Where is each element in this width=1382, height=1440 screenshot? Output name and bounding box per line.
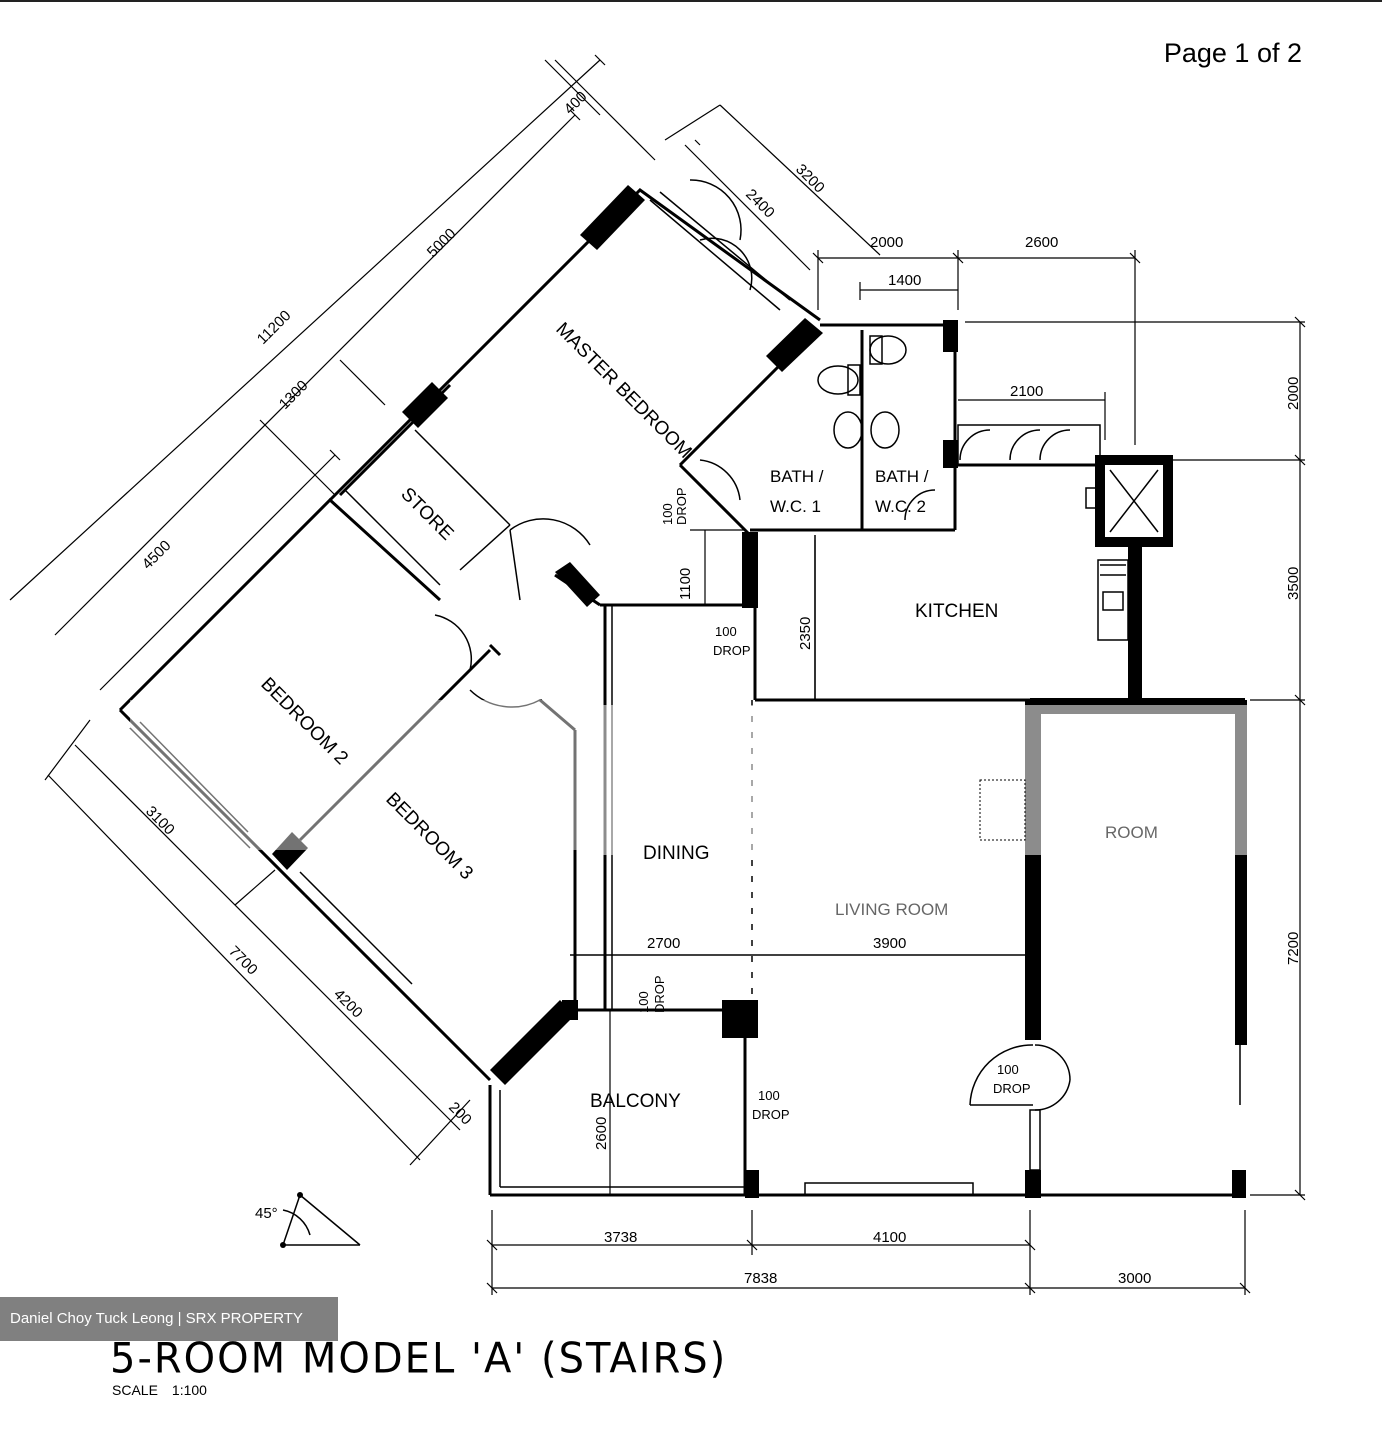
kitchen-label: KITCHEN: [915, 601, 998, 622]
kitchen-sink: [1097, 559, 1129, 641]
dim-2700: 2700: [647, 935, 680, 952]
scale-text: SCALE: [112, 1382, 158, 1398]
right-room-label: ROOM: [1105, 823, 1158, 842]
diagonal-thick-walls: [272, 185, 823, 1085]
bath-fixtures: [817, 335, 907, 449]
dim-3200: 3200: [792, 161, 828, 197]
balcony-label: BALCONY: [590, 1091, 681, 1112]
drop-mark-balcony: 100 DROP: [636, 975, 667, 1013]
dim-4500: 4500: [139, 537, 175, 573]
dim-3500: 3500: [1285, 567, 1302, 600]
dim-2000-top: 2000: [870, 234, 903, 251]
dimension-lines: [9, 59, 1305, 1295]
dining-label: DINING: [643, 843, 710, 864]
dimension-ticks: [329, 54, 1306, 1294]
dim-2600-top: 2600: [1025, 234, 1058, 251]
stair-core: [1085, 455, 1173, 547]
dim-200: 200: [445, 1099, 475, 1129]
dim-3900: 3900: [873, 935, 906, 952]
dim-2400: 2400: [742, 186, 778, 222]
bath-2-label-line1: BATH /: [875, 467, 929, 486]
drop-mark-living-balcony: 100 DROP: [752, 1088, 790, 1122]
dim-4100: 4100: [873, 1229, 906, 1246]
plan-title: 5-ROOM MODEL 'A' (STAIRS): [110, 1334, 728, 1384]
dim-2100: 2100: [1010, 383, 1043, 400]
drop-text: DROP: [652, 975, 667, 1013]
living-room-label: LIVING ROOM: [835, 900, 948, 919]
dim-2350: 2350: [797, 617, 814, 650]
dimension-labels: 400 3200 2400 5000 11200 1300 4500 2000 …: [139, 88, 1302, 1287]
bath-1-label-line2: W.C. 1: [770, 497, 821, 516]
dim-5000: 5000: [424, 225, 460, 261]
drop-labels: 100 DROP 100 DROP 100 DROP 100 DROP 100 …: [636, 487, 1031, 1122]
diagonal-door-swings: [434, 179, 753, 708]
orthogonal-door-swings: [904, 424, 1101, 1171]
angle-indicator: 45°: [255, 1192, 361, 1248]
drop-mark-kitchen: 100 DROP: [713, 624, 751, 658]
drop-mark-right-room: 100 DROP: [993, 1062, 1031, 1096]
dim-11200: 11200: [254, 307, 295, 348]
drop-value: 100: [660, 503, 675, 525]
drop-value: 100: [715, 624, 737, 639]
diagonal-wing-walls: [118, 188, 821, 1082]
drop-text: DROP: [752, 1107, 790, 1122]
master-bedroom-label: MASTER BEDROOM: [551, 319, 695, 463]
bath-2-label-line2: W.C. 2: [875, 497, 926, 516]
dim-2600-balcony: 2600: [593, 1117, 610, 1150]
scale-label: SCALE 1:100: [112, 1382, 221, 1398]
drop-mark-bath: 100 DROP: [660, 487, 689, 525]
faded-area-mask: [130, 700, 1380, 855]
dim-7838: 7838: [744, 1270, 777, 1287]
drop-value: 100: [636, 991, 651, 1013]
drop-value: 100: [997, 1062, 1019, 1077]
dim-7200: 7200: [1285, 932, 1302, 965]
angle-label: 45°: [255, 1205, 278, 1222]
store-label: STORE: [396, 484, 457, 545]
page-indicator: Page 1 of 2: [1163, 38, 1302, 68]
dim-4200: 4200: [330, 986, 366, 1022]
drop-text: DROP: [674, 487, 689, 525]
tv-symbol: [979, 779, 1026, 841]
bath-1-label-line1: BATH /: [770, 467, 824, 486]
watermark-banner: Daniel Choy Tuck Leong | SRX PROPERTY: [0, 1297, 338, 1341]
drop-text: DROP: [713, 643, 751, 658]
dim-3738: 3738: [604, 1229, 637, 1246]
top-border-line: [0, 0, 1382, 2]
drop-value: 100: [758, 1088, 780, 1103]
dim-1300: 1300: [276, 377, 312, 413]
drop-text: DROP: [993, 1081, 1031, 1096]
dim-7700: 7700: [225, 943, 261, 979]
dim-1400: 1400: [888, 272, 921, 289]
dim-1100: 1100: [677, 568, 694, 600]
dim-3000: 3000: [1118, 1270, 1151, 1287]
scale-value: 1:100: [171, 1382, 207, 1398]
dim-2000-right: 2000: [1285, 377, 1302, 410]
